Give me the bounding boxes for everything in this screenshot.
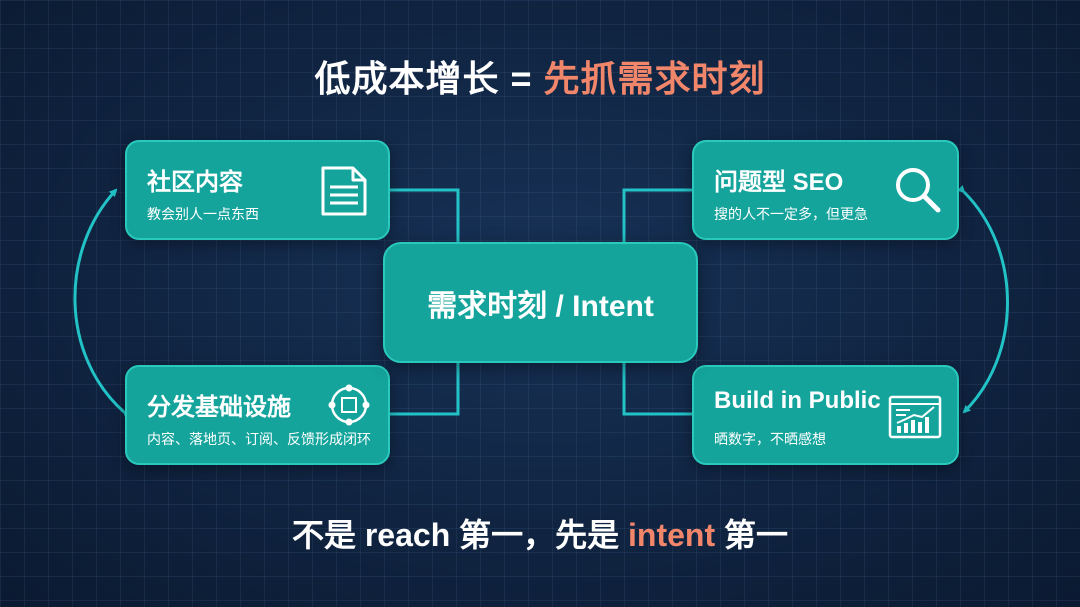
- card-build-in-public: Build in Public 晒数字，不晒感想: [692, 365, 959, 465]
- card-subtitle: 晒数字，不晒感想: [714, 431, 826, 447]
- loop-arrow-left: [73, 188, 132, 419]
- card-question-seo: 问题型 SEO 搜的人不一定多，但更急: [692, 140, 959, 240]
- footer-prefix: 不是 reach 第一，先是: [291, 517, 629, 553]
- card-title: Build in Public: [714, 387, 881, 414]
- card-title: 分发基础设施: [147, 394, 291, 421]
- cycle-icon: [328, 384, 370, 426]
- search-icon: [896, 168, 941, 213]
- connector-bottom-right: [622, 363, 692, 416]
- footer-tagline: 不是 reach 第一，先是 intent 第一: [0, 510, 1080, 556]
- title-prefix: 低成本增长 =: [314, 58, 544, 99]
- center-label: 需求时刻 / Intent: [427, 289, 654, 323]
- card-subtitle: 教会别人一点东西: [147, 206, 259, 222]
- title-highlight: 先抓需求时刻: [543, 58, 766, 99]
- card-title: 问题型 SEO: [714, 169, 844, 196]
- chart-icon: [888, 395, 942, 439]
- connector-bottom-left: [390, 363, 460, 416]
- document-icon: [321, 166, 367, 216]
- footer-suffix: 第一: [715, 517, 789, 553]
- card-title: 社区内容: [147, 169, 243, 196]
- center-node-intent: 需求时刻 / Intent: [383, 242, 698, 363]
- card-community-content: 社区内容 教会别人一点东西: [125, 140, 390, 240]
- connector-top-right: [622, 188, 692, 242]
- footer-highlight: intent: [628, 517, 716, 553]
- loop-arrow-right: [956, 184, 1009, 414]
- card-subtitle: 内容、落地页、订阅、反馈形成闭环: [147, 431, 371, 447]
- card-distribution-infra: 分发基础设施 内容、落地页、订阅、反馈形成闭环: [125, 365, 390, 465]
- connector-top-left: [390, 188, 460, 242]
- card-subtitle: 搜的人不一定多，但更急: [714, 206, 868, 222]
- page-title: 低成本增长 = 先抓需求时刻: [0, 50, 1080, 102]
